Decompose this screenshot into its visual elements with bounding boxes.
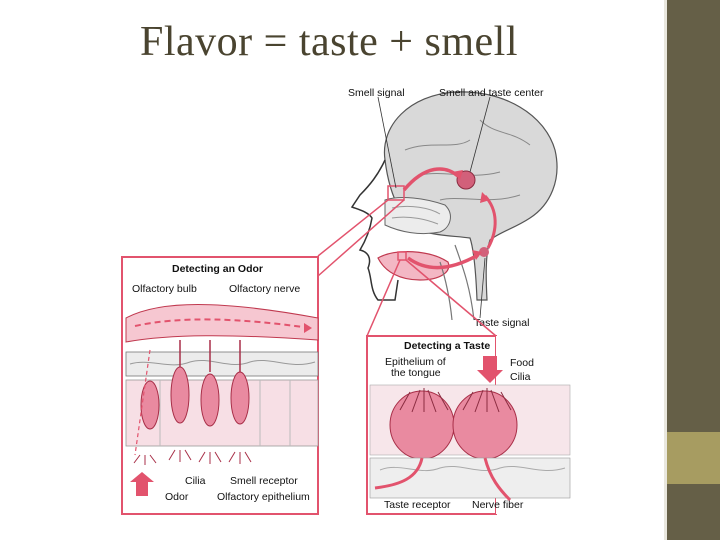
olfactory-epithelium-label: Olfactory epithelium bbox=[217, 491, 310, 503]
smell-receptor-label: Smell receptor bbox=[230, 475, 298, 487]
smell-taste-center-label: Smell and taste center bbox=[439, 87, 544, 99]
detecting-odor-panel bbox=[121, 256, 319, 515]
head-cross-section bbox=[350, 91, 558, 321]
food-label: Food bbox=[510, 357, 534, 369]
cilia-label-odor: Cilia bbox=[185, 475, 206, 487]
taste-signal-arrow bbox=[406, 253, 479, 270]
cilia-label-taste: Cilia bbox=[510, 371, 531, 383]
olfactory-bulb-label: Olfactory bulb bbox=[132, 283, 197, 295]
tongue-epithelium-label-2: the tongue bbox=[391, 367, 441, 379]
nerve-fiber-label: Nerve fiber bbox=[472, 499, 524, 511]
odor-label: Odor bbox=[165, 491, 189, 503]
taste-signal-label: Taste signal bbox=[474, 317, 529, 329]
smell-signal-label: Smell signal bbox=[348, 87, 405, 99]
taste-receptor-label: Taste receptor bbox=[384, 499, 451, 511]
tongue-epithelium-label-1: Epithelium of bbox=[385, 356, 446, 368]
olfactory-nerve-label: Olfactory nerve bbox=[229, 283, 300, 295]
taste-panel-heading: Detecting a Taste bbox=[404, 340, 490, 352]
decorative-sidebar-stripe bbox=[667, 432, 720, 484]
slide-title: Flavor = taste + smell bbox=[140, 19, 518, 65]
face-profile bbox=[350, 159, 399, 301]
brain-outline bbox=[383, 91, 558, 301]
detecting-taste-panel bbox=[366, 335, 574, 515]
odor-panel-heading: Detecting an Odor bbox=[172, 263, 263, 275]
sidebar-edge bbox=[664, 0, 667, 540]
